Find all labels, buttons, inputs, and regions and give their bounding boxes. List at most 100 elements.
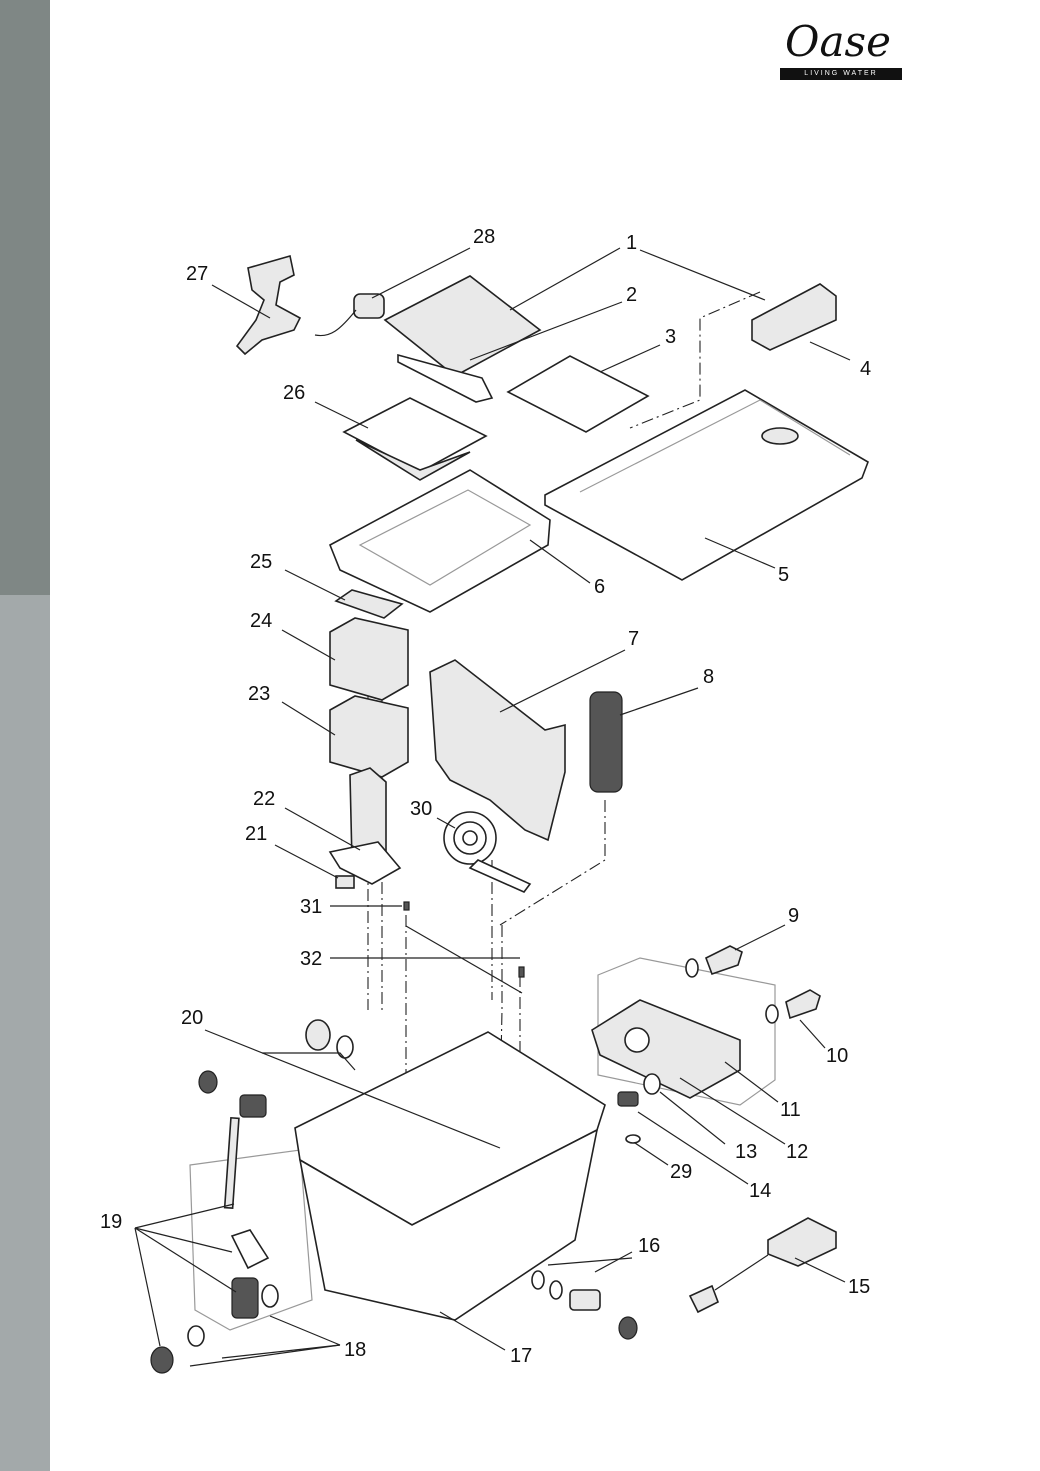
leader-1	[509, 247, 621, 311]
leader-12	[679, 1077, 786, 1145]
part-16-outlet	[531, 1270, 638, 1340]
part-28-uvc-lamp	[314, 293, 385, 337]
leader-30	[436, 817, 456, 829]
callout-20: 20	[181, 1007, 203, 1029]
coil-inner	[462, 830, 478, 846]
transformer-cable	[714, 1254, 769, 1291]
basket-top	[342, 397, 488, 473]
inlet-plate	[230, 1229, 270, 1270]
callout-2: 2	[626, 284, 637, 306]
callout-labels: 1 2 3 4 5 6 7 8 9 10 11 12 13 14 15 16 1…	[100, 226, 871, 1367]
part-32-rod	[405, 925, 525, 994]
part-31-pin	[403, 901, 410, 911]
leader-15	[794, 1257, 846, 1283]
leader-19d	[134, 1227, 161, 1347]
spacer-shape	[335, 875, 355, 889]
leader-29	[634, 1142, 669, 1166]
logo-tag-bar	[780, 68, 902, 80]
part-7-filter-plate	[429, 659, 566, 842]
leader-2	[469, 301, 623, 361]
callout-31: 31	[300, 896, 322, 918]
part-3-foam	[506, 355, 650, 433]
callout-29: 29	[670, 1161, 692, 1183]
logo-wordmark: Oase	[785, 17, 891, 66]
ghost-lid	[597, 957, 776, 1106]
leader-10	[799, 1019, 826, 1049]
foam-23-shape	[329, 695, 409, 778]
part-29-washer	[625, 1134, 641, 1144]
fitting-18-d	[150, 1346, 174, 1374]
leader-26	[314, 401, 369, 429]
leader-27	[211, 284, 271, 319]
oase-logo: Oase LIVING WATER	[768, 18, 908, 84]
callout-19: 19	[100, 1211, 122, 1233]
side-bar	[0, 0, 50, 1471]
nozzle-shape	[643, 1073, 661, 1095]
ghost-box	[189, 1149, 313, 1331]
callout-21: 21	[245, 823, 267, 845]
callout-5: 5	[778, 564, 789, 586]
fitting-18-e	[261, 1284, 279, 1308]
leader-20b	[262, 1052, 356, 1071]
transformer-shape	[767, 1217, 837, 1267]
leader-8	[619, 687, 699, 716]
callout-15: 15	[848, 1276, 870, 1298]
part-24-foam	[329, 617, 409, 701]
callout-1: 1	[626, 232, 637, 254]
foam-24-shape	[329, 617, 409, 701]
part-26-basket	[342, 397, 488, 481]
callout-13: 13	[735, 1141, 757, 1163]
leader-22	[284, 807, 361, 851]
leader-19	[134, 1203, 235, 1229]
callout-18: 18	[344, 1339, 366, 1361]
part-1-tray	[383, 275, 542, 403]
leader-20	[204, 1029, 501, 1149]
part-13-nozzle	[643, 1073, 661, 1095]
callout-10: 10	[826, 1045, 848, 1067]
tray-rail	[397, 353, 494, 403]
part-30-coil	[443, 811, 532, 893]
plate-7-shape	[429, 659, 566, 842]
callout-4: 4	[860, 358, 871, 380]
leader-7	[499, 649, 626, 713]
part-25-plate	[334, 589, 404, 619]
pin-shape	[403, 901, 410, 911]
inlet-rod	[223, 1116, 240, 1210]
part-9-hose-tail	[685, 945, 743, 978]
guide-line	[499, 800, 606, 926]
callout-3: 3	[665, 326, 676, 348]
leader-16b	[547, 1257, 633, 1266]
plug-shape	[688, 1284, 720, 1314]
leader-19b	[134, 1227, 233, 1253]
outlet-ring-a	[531, 1270, 545, 1290]
part-8-cylinder	[589, 691, 623, 793]
fitting-18-b	[239, 1094, 267, 1118]
leader-14	[637, 1111, 749, 1185]
lamp-body	[353, 293, 385, 319]
tail-10-ring	[765, 1004, 779, 1024]
part-21-spacer	[335, 875, 355, 889]
callout-14: 14	[749, 1180, 771, 1202]
part-18-fittings	[150, 1070, 279, 1374]
rod-cap	[518, 966, 525, 978]
callout-12: 12	[786, 1141, 808, 1163]
part-4-clip	[751, 283, 837, 351]
guide-line	[499, 925, 503, 1111]
handle-shape	[235, 254, 302, 356]
leader-16	[594, 1251, 633, 1273]
callout-16: 16	[638, 1235, 660, 1257]
tail-9-ring	[685, 958, 699, 978]
leader-18	[189, 1344, 341, 1367]
callout-25: 25	[250, 551, 272, 573]
leader-28	[371, 247, 471, 299]
leader-23	[281, 701, 336, 736]
leader-11	[724, 1061, 779, 1103]
callout-26: 26	[283, 382, 305, 404]
leader-5	[704, 537, 776, 569]
callout-28: 28	[473, 226, 495, 248]
outlet-ring-b	[549, 1280, 563, 1300]
leader-18c	[269, 1315, 341, 1346]
side-bar-top	[0, 0, 50, 595]
guide-line	[629, 291, 761, 429]
part-27-handle	[235, 254, 302, 356]
